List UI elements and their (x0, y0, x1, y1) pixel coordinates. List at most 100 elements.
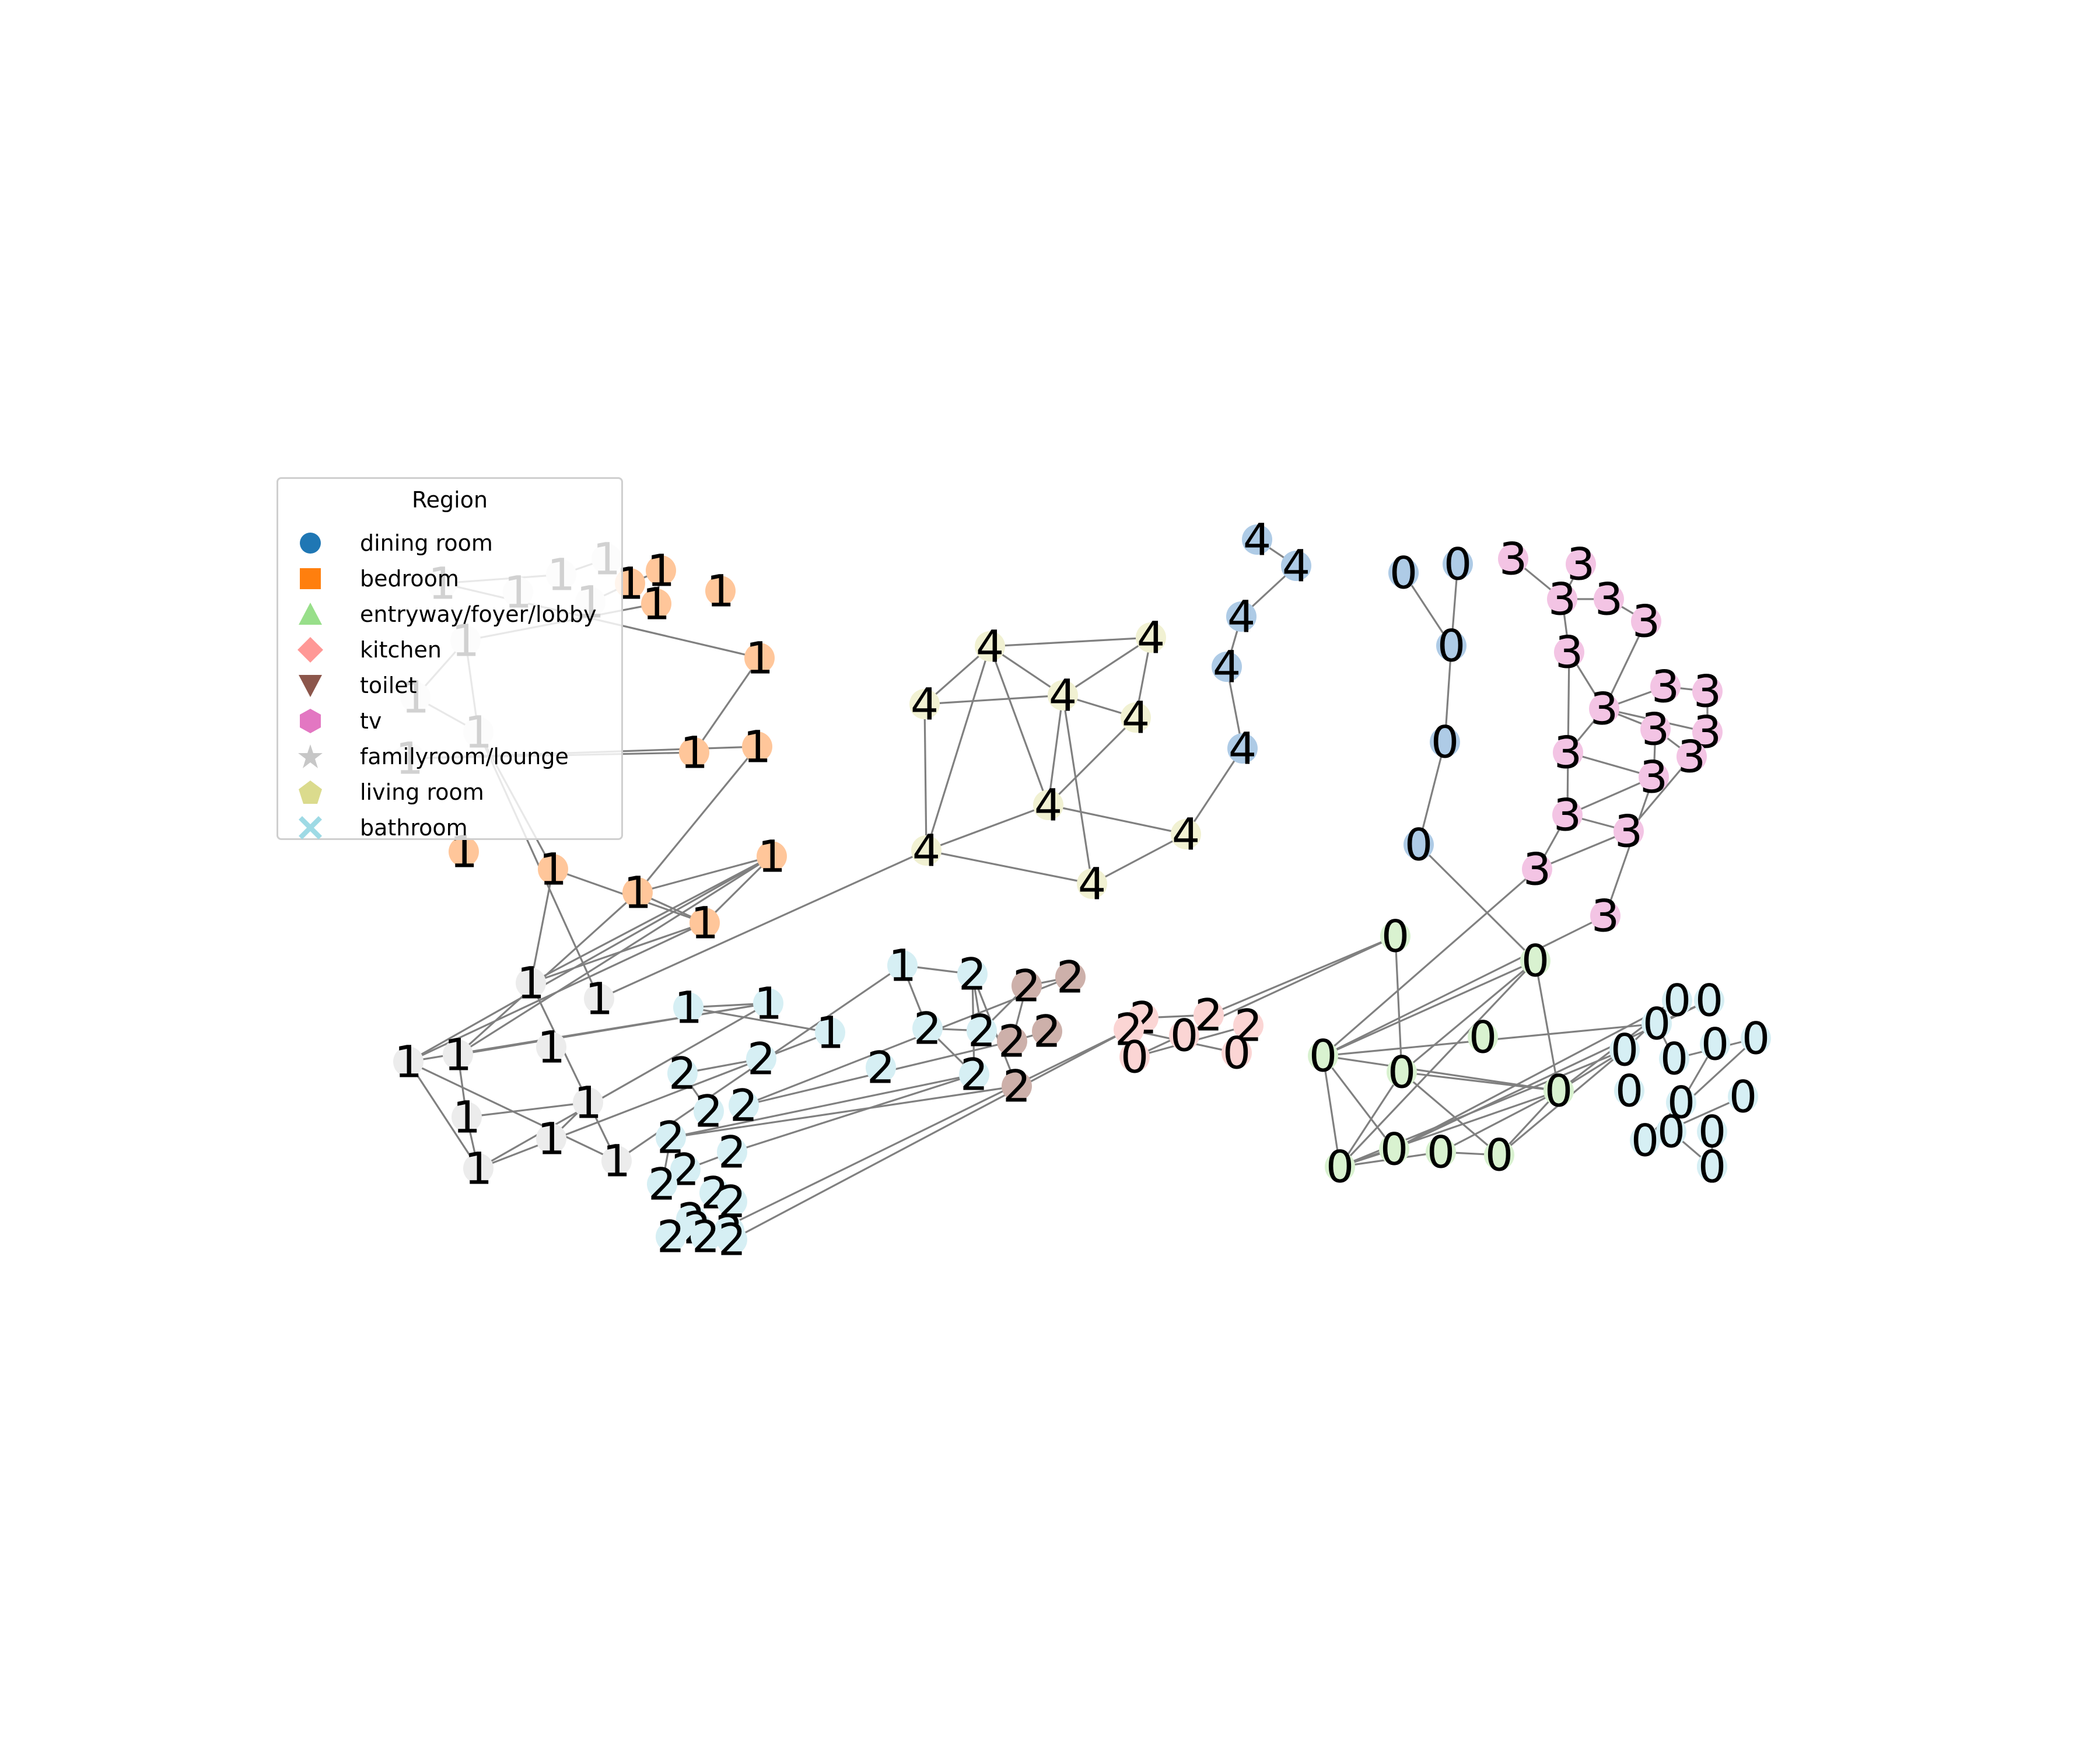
node-label: 0 (1485, 1129, 1513, 1181)
node-label: 1 (574, 1077, 602, 1129)
node-label: 3 (1642, 704, 1670, 755)
node-marker (452, 1102, 482, 1132)
node-label: 1 (537, 1021, 565, 1073)
node-label: 0 (1729, 1071, 1757, 1123)
node-marker (670, 1154, 701, 1185)
graph-node: 0 (1520, 935, 1550, 987)
graph-node: 4 (1048, 670, 1078, 722)
node-marker (1697, 1152, 1727, 1182)
legend-item: dining room (296, 526, 493, 561)
node-marker (584, 984, 614, 1014)
graph-edge (1322, 915, 1606, 1057)
graph-node: 1 (742, 721, 772, 773)
graph-node: 2 (1194, 989, 1224, 1041)
graph-edge (1418, 741, 1446, 845)
node-label: 2 (657, 1112, 685, 1164)
node-marker (975, 631, 1005, 662)
node-marker (1055, 962, 1086, 992)
node-marker (573, 1087, 603, 1118)
graph-node: 2 (656, 1112, 686, 1164)
node-label: 0 (1381, 911, 1409, 963)
graph-node: 0 (1642, 998, 1672, 1050)
node-marker (911, 835, 942, 866)
node-marker (1436, 631, 1466, 661)
graph-node: 1 (536, 1113, 566, 1165)
graph-node: 2 (866, 1042, 896, 1094)
node-label: 1 (743, 721, 771, 773)
graph-edge (408, 855, 772, 1063)
graph-node: 4 (1121, 692, 1151, 744)
legend-item: familyroom/lounge (296, 739, 569, 774)
graph-node: 0 (1544, 1065, 1574, 1117)
node-label: 0 (1390, 547, 1418, 599)
graph-edge (530, 982, 618, 1161)
node-marker (717, 1186, 747, 1217)
node-label: 1 (754, 978, 782, 1030)
node-marker (1666, 1087, 1696, 1118)
graph-node: 3 (1547, 573, 1577, 625)
node-marker (1387, 1057, 1417, 1087)
node-label: 2 (1056, 951, 1084, 1003)
node-marker (1121, 702, 1151, 733)
node-label: 3 (1554, 727, 1582, 779)
graph-edge (1536, 830, 1629, 870)
node-label: 1 (746, 632, 774, 684)
pentagon-icon (296, 778, 325, 807)
node-label: 1 (517, 957, 545, 1009)
node-marker (1498, 544, 1528, 574)
graph-edge (670, 1073, 975, 1139)
graph-node: 0 (1630, 1115, 1660, 1167)
graph-edge (1047, 716, 1137, 806)
graph-node: 0 (1656, 1106, 1686, 1158)
triangle-down-icon (296, 671, 325, 700)
graph-edge (732, 1028, 1129, 1241)
square-icon (296, 564, 325, 593)
graph-node: 0 (1609, 1024, 1640, 1076)
node-marker (1544, 1076, 1574, 1106)
graph-node: 2 (717, 1126, 747, 1178)
node-marker (1552, 800, 1583, 830)
node-marker (656, 1222, 686, 1252)
graph-node: 0 (1222, 1027, 1252, 1079)
node-marker (717, 1224, 747, 1255)
node-marker (1169, 1020, 1199, 1051)
legend-item-label: living room (360, 779, 484, 805)
graph-edge (1604, 776, 1655, 916)
node-label: 2 (1003, 1060, 1031, 1112)
node-label: 0 (1701, 1019, 1729, 1070)
node-label: 2 (747, 1033, 775, 1085)
node-marker (1233, 1010, 1264, 1041)
node-marker (1012, 971, 1042, 1001)
node-marker (909, 689, 940, 719)
node-label: 0 (1444, 538, 1472, 590)
node-label: 2 (968, 1005, 996, 1057)
node-label: 0 (1631, 1115, 1659, 1167)
graph-edge (704, 855, 773, 924)
graph-node: 3 (1590, 890, 1620, 942)
graph-edge (1534, 960, 1560, 1091)
node-marker (1404, 830, 1434, 860)
graph-node: 0 (1308, 1030, 1338, 1082)
node-label: 3 (1640, 751, 1668, 803)
node-label: 2 (998, 1016, 1026, 1068)
node-label: 4 (1227, 591, 1255, 643)
graph-node: 4 (1212, 641, 1242, 693)
legend-item-label: toilet (360, 673, 417, 698)
graph-node: 1 (815, 1007, 845, 1059)
graph-edge (1339, 960, 1536, 1168)
node-marker (1194, 1000, 1224, 1030)
node-marker (536, 1032, 566, 1062)
graph-node: 4 (1171, 808, 1201, 860)
node-marker (866, 1052, 896, 1083)
node-marker (601, 1146, 632, 1176)
graph-node: 4 (1242, 514, 1272, 566)
node-label: 0 (1170, 1010, 1198, 1062)
graph-node: 4 (911, 825, 942, 877)
node-marker (1639, 762, 1669, 792)
node-label: 3 (1595, 573, 1623, 625)
node-label: 0 (1431, 716, 1459, 768)
node-marker (694, 1096, 724, 1126)
graph-node: 1 (673, 982, 704, 1034)
node-label: 0 (1611, 1024, 1639, 1076)
